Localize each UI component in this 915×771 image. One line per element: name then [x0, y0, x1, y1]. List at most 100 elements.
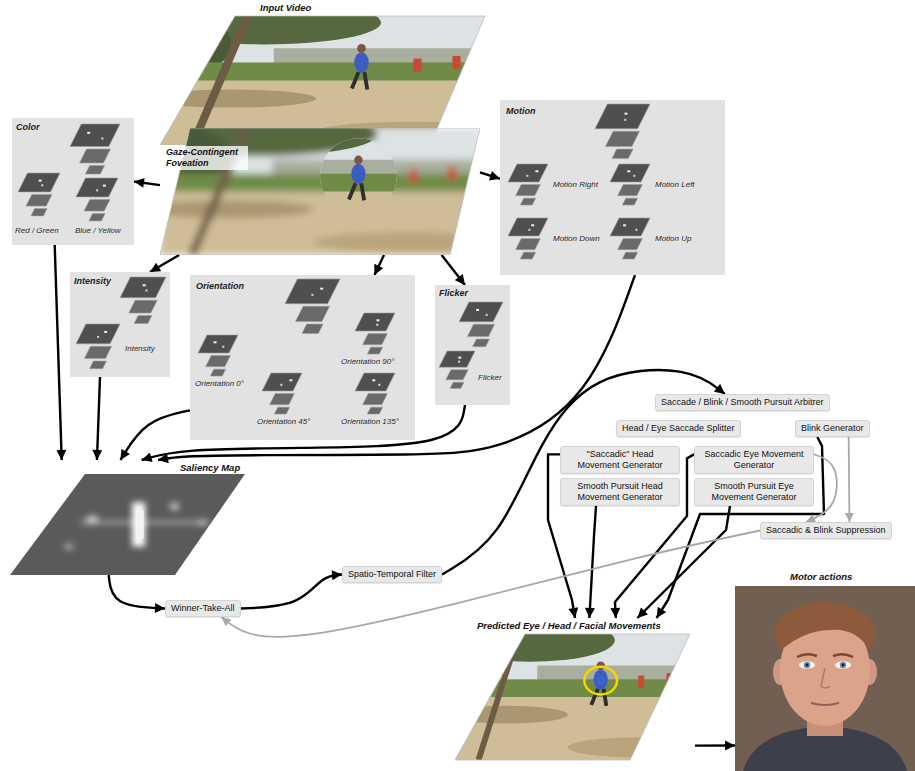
illustration — [160, 2, 485, 145]
feature-map — [90, 361, 107, 369]
feature-map — [618, 185, 643, 196]
feature-spot — [624, 113, 627, 115]
flow-arrow — [375, 255, 385, 275]
feature-map — [516, 185, 541, 196]
flow-arrow — [480, 172, 500, 178]
runner-legs — [591, 689, 606, 706]
feature-panel: ColorRed / GreenBlue / Yellow — [12, 118, 134, 245]
runner-shirt — [351, 164, 365, 184]
feature-panel: IntensityIntensity — [70, 272, 170, 377]
feature-spot — [289, 379, 292, 381]
feature-map — [84, 199, 110, 211]
runner-shirt — [351, 164, 365, 184]
feature-map — [446, 370, 468, 380]
node-label: Saccadic Eye Movement Generator — [700, 449, 808, 471]
iris — [840, 662, 846, 668]
saliency-map: Saliency Map — [10, 460, 245, 575]
feature-map — [355, 373, 395, 391]
feature-map — [26, 194, 52, 206]
flow-arrow — [848, 437, 851, 522]
illustration — [70, 272, 170, 377]
node-label: Flicker — [439, 288, 468, 299]
runner-head — [354, 156, 363, 165]
node-label: Orientation 0° — [194, 379, 245, 389]
feature-map — [473, 339, 490, 347]
feature-map — [508, 218, 548, 236]
salient-blob — [170, 502, 180, 510]
feature-spot — [87, 132, 90, 134]
grass-field — [160, 174, 480, 194]
frame-edge — [455, 634, 690, 760]
feature-spot — [280, 384, 282, 386]
feature-map — [270, 394, 295, 405]
frame-clip — [455, 619, 695, 760]
node-label: Blue / Yellow — [74, 226, 122, 236]
node-label: Orientation — [196, 281, 244, 292]
node-label: Smooth Pursuit Eye Movement Generator — [700, 481, 808, 503]
feature-spot — [526, 175, 528, 177]
pupil — [842, 664, 845, 667]
feature-map — [18, 173, 60, 192]
runner-head — [354, 156, 363, 165]
runner-head — [357, 44, 366, 53]
flow-arrow — [241, 575, 342, 609]
feature-spot — [97, 336, 99, 338]
runner-shirt — [594, 669, 608, 689]
shadow — [455, 706, 568, 724]
node-label: Intensity — [124, 344, 156, 354]
iris — [804, 662, 810, 668]
feature-spot — [320, 288, 323, 290]
foveated-frame: Gaze-Contingent Foveation — [160, 128, 480, 255]
feature-map — [622, 252, 637, 259]
runner-legs — [352, 72, 367, 89]
scene-layer — [160, 2, 485, 145]
feature-map — [285, 279, 340, 304]
process-box: Smooth Pursuit Head Movement Generator — [560, 478, 680, 506]
node-label: Motor actions — [790, 571, 852, 583]
face-photo: Motor actions — [735, 570, 915, 771]
player — [414, 59, 422, 72]
eye — [835, 661, 851, 669]
salient-blob — [86, 515, 98, 523]
feature-spot — [633, 175, 635, 177]
flow-arrow — [55, 245, 62, 460]
feature-spot — [476, 309, 479, 311]
feature-map — [80, 149, 111, 163]
node-label: Saliency Map — [180, 462, 240, 474]
feature-spot — [96, 189, 98, 191]
flow-arrow — [150, 255, 179, 272]
salient-blob — [197, 519, 209, 525]
feature-map — [516, 239, 541, 250]
salient-peak — [136, 510, 144, 538]
illustration — [455, 618, 695, 763]
feature-spot — [214, 341, 217, 343]
node-label: Saccade / Blink / Smooth Pursuit Arbitre… — [661, 397, 824, 408]
node-label: Orientation 135° — [340, 417, 400, 427]
feature-spot — [372, 379, 375, 381]
feature-spot — [376, 324, 378, 326]
feature-map — [363, 394, 388, 405]
feature-spot — [624, 119, 626, 121]
feature-map — [520, 252, 535, 259]
feature-map — [610, 218, 650, 236]
process-box: Saccade / Blink / Smooth Pursuit Arbitre… — [655, 394, 830, 411]
player — [448, 167, 456, 180]
salient-blob — [64, 544, 74, 550]
node-label: Input Video — [260, 2, 311, 14]
feature-map — [31, 209, 47, 216]
map-ground — [10, 474, 245, 575]
shadow — [568, 737, 695, 757]
feature-spot — [458, 357, 461, 359]
illustration — [735, 570, 915, 771]
frame-clip — [160, 128, 480, 255]
feature-map — [210, 369, 225, 376]
feature-spot — [101, 138, 103, 140]
flow-arrow — [695, 744, 735, 747]
prediction-frame: Predicted Eye / Head / Facial Movements — [455, 618, 695, 763]
runner-shirt — [354, 52, 369, 72]
feature-spot — [528, 229, 530, 231]
process-box: Saccadic Eye Movement Generator — [694, 446, 814, 474]
feature-map — [70, 124, 120, 147]
player — [410, 170, 418, 183]
